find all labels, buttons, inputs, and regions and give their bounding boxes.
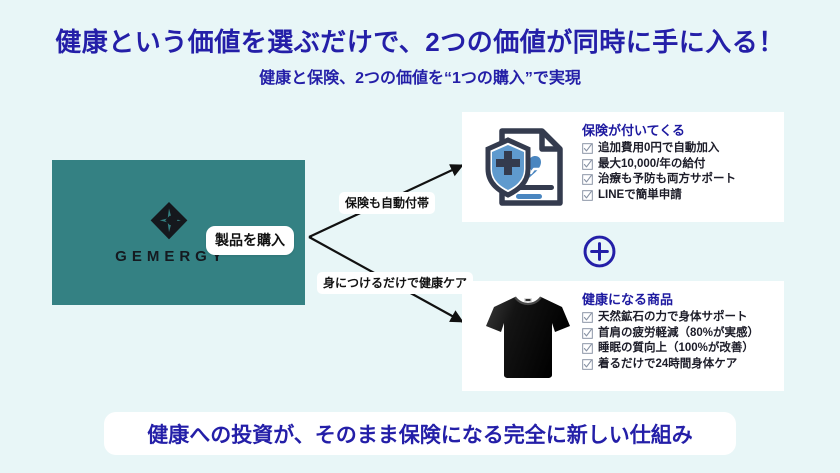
brand-panel-content: GEMERGY [52,160,305,305]
product-card-icon-area [470,281,585,391]
checkbox-checked-icon [582,312,593,324]
checkbox-checked-icon [582,174,593,186]
page-subheadline: 健康と保険、2つの価値を“1つの購入”で実現 [259,70,581,87]
list-item: 追加費用0円で自動加入 [582,142,780,155]
branch-label-insurance: 保険も自動付帯 [339,192,436,214]
feature-text: 最大10,000/年の給付 [598,157,706,170]
list-item: LINEで簡単申請 [582,188,780,202]
gemergy-diamond-logo-icon [150,201,187,240]
feature-text: 首肩の疲労軽減（80%が実感） [598,326,760,339]
checkbox-checked-icon [582,327,593,339]
purchase-product-badge[interactable]: 製品を購入 [206,226,294,255]
product-feature-list: 天然鉱石の力で身体サポート 首肩の疲労軽減（80%が実感） [582,311,780,371]
summary-banner: 健康への投資が、そのまま保険になる完全に新しい仕組み [104,412,736,455]
list-item: 治療も予防も両方サポート [582,173,780,186]
list-item: 睡眠の質向上（100%が改善） [582,342,780,355]
feature-text: 着るだけで24時間身体ケア [598,357,738,370]
feature-text: 睡眠の質向上（100%が改善） [598,342,754,354]
product-card: 健康になる商品 天然鉱石の力で身体サポート [462,281,784,391]
page-headline: 健康という価値を選ぶだけで、2つの価値が同時に手に入る！ [55,27,785,57]
checkbox-checked-icon [582,358,593,370]
product-card-title: 健康になる商品 [582,292,674,307]
summary-banner-text: 健康への投資が、そのまま保険になる完全に新しい仕組み [147,423,693,447]
checkbox-checked-icon [582,189,593,201]
feature-text: 治療も予防も両方サポート [598,173,736,185]
feature-text: LINEで簡単申請 [598,188,682,201]
insurance-card: 保険が付いてくる 追加費用0円で自動加入 [462,112,784,222]
black-tshirt-icon [485,296,570,378]
checkbox-checked-icon [582,143,593,155]
insurance-feature-list: 追加費用0円で自動加入 最大10,000/年の給付 [582,142,780,202]
list-item: 天然鉱石の力で身体サポート [582,311,780,324]
list-item: 首肩の疲労軽減（80%が実感） [582,326,780,340]
insurance-document-shield-icon [485,128,563,206]
insurance-card-body: 保険が付いてくる 追加費用0円で自動加入 [582,120,780,205]
list-item: 着るだけで24時間身体ケア [582,357,780,371]
product-card-body: 健康になる商品 天然鉱石の力で身体サポート [582,289,780,374]
feature-text: 追加費用0円で自動加入 [598,142,720,154]
feature-text: 天然鉱石の力で身体サポート [598,311,748,323]
branch-label-health-care: 身につけるだけで健康ケア [317,272,474,294]
checkbox-checked-icon [582,158,593,170]
plus-connector [582,234,617,269]
brand-name-text: GEMERGY [115,248,227,265]
list-item: 最大10,000/年の給付 [582,157,780,171]
plus-circle-icon [583,235,616,268]
insurance-card-icon-area [470,112,585,222]
checkbox-checked-icon [582,343,593,355]
insurance-card-title: 保険が付いてくる [582,123,685,138]
